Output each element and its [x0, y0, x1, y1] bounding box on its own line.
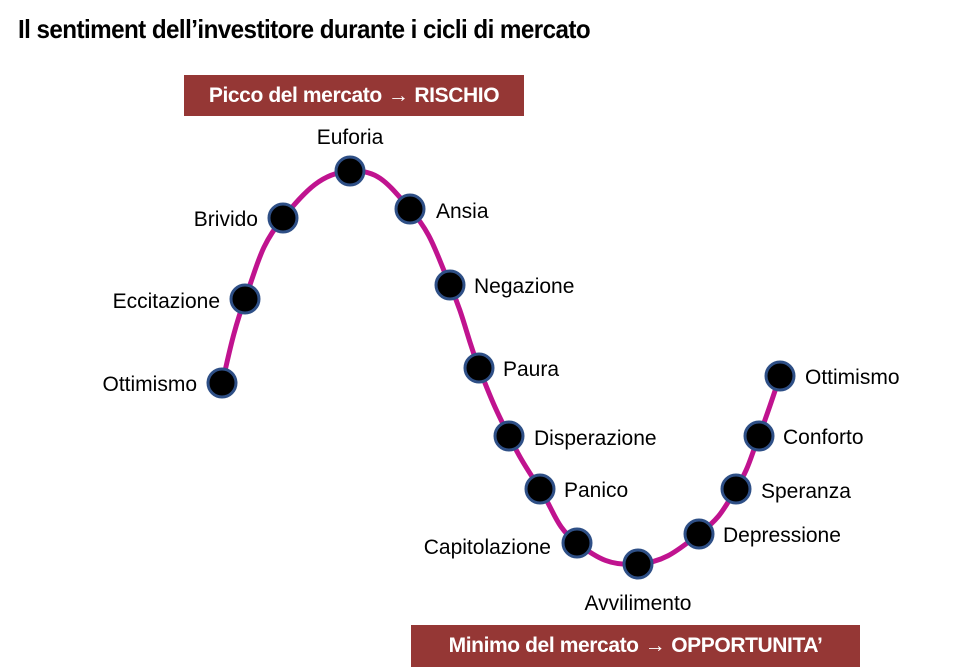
stage-node — [334, 155, 366, 187]
market-peak-emphasis: RISCHIO — [414, 83, 500, 107]
market-trough-banner: Minimo del mercato → OPPORTUNITA’ — [411, 625, 860, 667]
stage-labels: Ottimismo Eccitazione Brivido EuforiaAnsiaN… — [103, 126, 900, 615]
stage-node — [720, 473, 752, 505]
stage-label: Speranza — [761, 480, 851, 503]
stage-label: Ansia — [436, 200, 489, 223]
stage-label: Avvilimento — [585, 592, 692, 615]
stage-label: Ottimismo — [103, 373, 198, 396]
stage-node — [463, 352, 495, 384]
stage-label: Eccitazione — [113, 290, 220, 313]
market-peak-banner: Picco del mercato → RISCHIO — [184, 75, 524, 116]
stage-node — [229, 283, 261, 315]
stage-node — [743, 420, 775, 452]
market-trough-text: Minimo del mercato — [448, 634, 639, 657]
stage-node — [206, 367, 238, 399]
stage-label: Depressione — [723, 524, 841, 547]
market-trough-emphasis: OPPORTUNITA’ — [671, 634, 823, 657]
right-arrow-icon: → — [644, 634, 666, 657]
stage-label: Ottimismo — [805, 366, 900, 389]
stage-label: Panico — [564, 479, 628, 502]
stage-node — [394, 193, 426, 225]
stage-label: Euforia — [317, 126, 384, 149]
stage-node — [622, 548, 654, 580]
market-peak-text: Picco del mercato — [208, 83, 382, 107]
stage-node — [267, 202, 299, 234]
stage-node — [764, 360, 796, 392]
stage-label: Paura — [503, 358, 559, 381]
stage-node — [561, 527, 593, 559]
stage-node — [493, 420, 525, 452]
sentiment-curve — [219, 168, 783, 567]
stage-node — [434, 269, 466, 301]
right-arrow-icon: → — [387, 83, 409, 107]
stage-node — [524, 473, 556, 505]
stage-label: Conforto — [783, 426, 864, 449]
stage-label: Capitolazione — [424, 536, 551, 559]
stage-nodes — [206, 155, 796, 580]
stage-label: Negazione — [474, 275, 574, 298]
stage-node — [683, 518, 715, 550]
page-title: Il sentiment dell’investitore durante i … — [18, 14, 591, 44]
stage-label: Brivido — [194, 208, 258, 231]
stage-label: Disperazione — [534, 427, 657, 450]
